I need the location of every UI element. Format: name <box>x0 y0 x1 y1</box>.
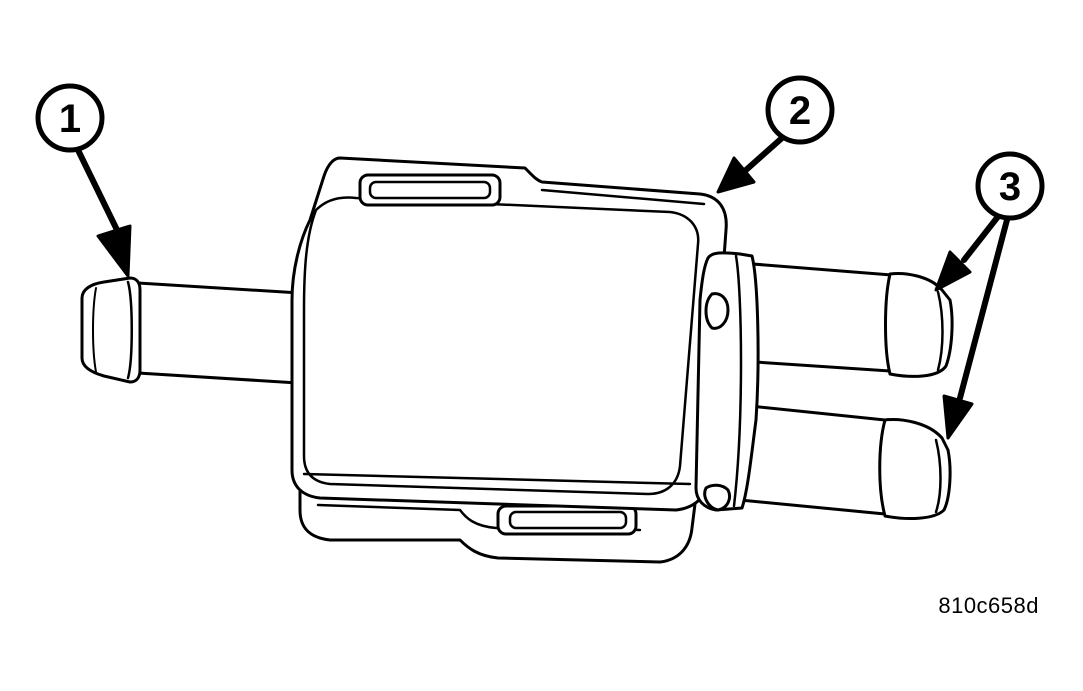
leader-line-1 <box>75 147 132 278</box>
valve-body <box>290 156 728 564</box>
figure-id: 810c658d <box>938 593 1039 618</box>
callout-circle-3 <box>975 151 1045 221</box>
callout-number-1: 1 <box>59 97 81 141</box>
leader-line-3a <box>934 211 1003 292</box>
outlet-tube-lower <box>738 403 952 520</box>
leader-line-2 <box>716 135 785 194</box>
callout-number-2: 2 <box>789 89 811 133</box>
outlet-collar <box>694 251 760 512</box>
callout-circle-2 <box>765 75 835 145</box>
leader-line-3b <box>942 213 1011 440</box>
outlet-tube-upper <box>738 261 954 378</box>
inlet-tube <box>80 276 302 385</box>
callout-number-3: 3 <box>999 165 1021 209</box>
callout-circle-1 <box>35 83 105 153</box>
